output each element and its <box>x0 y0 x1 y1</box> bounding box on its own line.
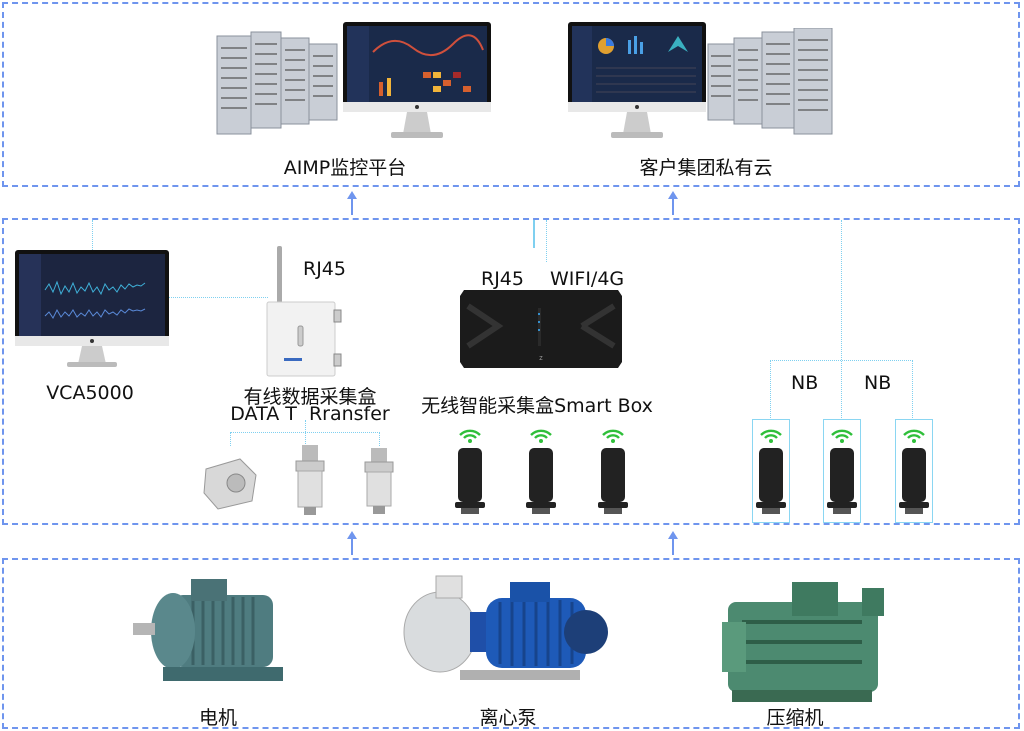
nb-sensor <box>752 419 790 523</box>
link-line <box>230 432 231 446</box>
smart-box-wireless-label: WIFI/4G <box>550 268 625 290</box>
wireless-sensor <box>455 428 485 518</box>
link-line <box>841 220 842 420</box>
aimp-platform-label: AIMP监控平台 <box>283 157 407 179</box>
wireless-sensor-image <box>455 448 485 514</box>
link-line <box>912 360 913 418</box>
link-line <box>770 360 771 418</box>
wifi-icon <box>760 429 782 443</box>
smart-box-image: Z <box>460 290 622 368</box>
link-line <box>379 432 380 446</box>
nb-label: NB <box>791 372 819 394</box>
nb-sensor <box>895 419 933 523</box>
equipment-label-motor: 电机 <box>198 707 238 729</box>
svg-text:Z: Z <box>539 356 543 362</box>
wireless-sensor <box>526 428 556 518</box>
wired-collector-box-image <box>266 246 342 377</box>
vca5000-monitor-image <box>15 250 169 367</box>
compressor-image <box>722 582 884 702</box>
arrow-up-icon <box>668 531 678 555</box>
wired-box-name-en: DATA T Rransfer <box>230 403 390 425</box>
monitor-dashboard-image <box>343 22 491 138</box>
wifi-icon <box>602 429 624 443</box>
centrifugal-pump-image <box>403 575 608 680</box>
monitor-dashboard-image <box>568 22 706 138</box>
link-line <box>546 220 547 262</box>
vca5000-label: VCA5000 <box>46 382 134 404</box>
link-line <box>92 220 93 250</box>
arrow-up-icon <box>668 191 678 215</box>
nb-sensor-image <box>899 448 929 514</box>
private-cloud-label: 客户集团私有云 <box>639 157 773 179</box>
wireless-sensor <box>598 428 628 518</box>
wifi-icon <box>459 429 481 443</box>
wired-vibration-sensor-image <box>364 448 394 514</box>
wifi-icon <box>903 429 925 443</box>
wired-rj45-label: RJ45 <box>303 258 346 280</box>
nb-sensor-image <box>756 448 786 514</box>
arrow-up-icon <box>347 191 357 215</box>
equipment-label-pump: 离心泵 <box>479 707 537 729</box>
server-rack-image <box>216 31 338 135</box>
cloud-layer-zone <box>2 2 1020 187</box>
nb-sensor-image <box>827 448 857 514</box>
nb-label: NB <box>864 372 892 394</box>
link-line <box>168 297 268 298</box>
smart-box-rj45-label: RJ45 <box>481 268 524 290</box>
wired-sensor-box-image <box>203 458 257 510</box>
equipment-label-compressor: 压缩机 <box>766 707 824 729</box>
link-line <box>533 220 535 248</box>
nb-sensor <box>823 419 861 523</box>
smart-box-name-label: 无线智能采集盒Smart Box <box>421 395 653 417</box>
wired-box-name-cn: 有线数据采集盒 <box>243 386 377 408</box>
equipment-layer-zone <box>2 558 1020 729</box>
electric-motor-image <box>133 579 283 681</box>
wifi-icon <box>831 429 853 443</box>
server-rack-image <box>707 28 833 135</box>
link-line <box>305 420 306 444</box>
wired-vibration-sensor-image <box>295 445 325 515</box>
collection-layer-zone <box>2 218 1020 525</box>
wireless-sensor-image <box>526 448 556 514</box>
wifi-icon <box>530 429 552 443</box>
wireless-sensor-image <box>598 448 628 514</box>
arrow-up-icon <box>347 531 357 555</box>
link-line <box>770 360 913 361</box>
